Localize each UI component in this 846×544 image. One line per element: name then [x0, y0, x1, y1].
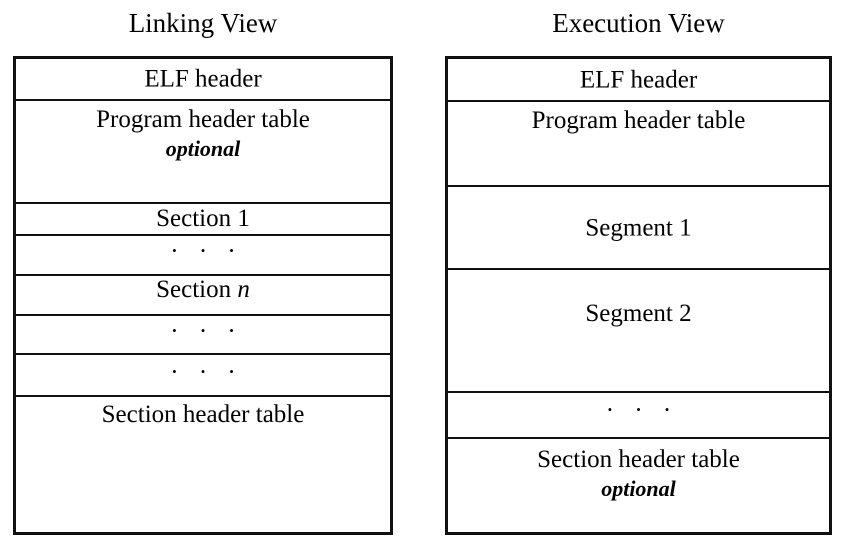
- linking-row-elf-header-label: ELF header: [144, 65, 262, 93]
- linking-view-table: ELF header Program header table optional…: [13, 56, 393, 535]
- linking-row-ellipsis-1-label: · · ·: [170, 238, 243, 265]
- linking-row-ellipsis-3-label: · · ·: [170, 359, 243, 386]
- execution-row-section-header-table-label: Section header table: [537, 446, 740, 473]
- execution-row-section-header-table-sublabel: optional: [601, 476, 676, 501]
- linking-row-program-header-table-label: Program header table: [96, 106, 310, 133]
- execution-row-segment-2-label: Segment 2: [585, 300, 692, 327]
- linking-row-ellipsis-2-label: · · ·: [170, 318, 243, 345]
- linking-row-section-n-label-index: n: [237, 276, 250, 303]
- execution-view-title: Execution View: [552, 8, 725, 38]
- execution-row-ellipsis-label: · · ·: [605, 397, 679, 424]
- execution-row-program-header-table-label: Program header table: [531, 107, 746, 134]
- linking-row-ellipsis-3: · · ·: [16, 355, 390, 397]
- linking-row-ellipsis-1: · · ·: [16, 236, 390, 276]
- linking-row-program-header-table-sublabel: optional: [165, 136, 241, 161]
- linking-row-section-header-table-label: Section header table: [101, 401, 305, 428]
- execution-row-segment-1-label: Segment 1: [585, 214, 692, 241]
- linking-row-section-1: Section 1: [16, 204, 390, 236]
- execution-view-table: ELF header Program header table Segment …: [445, 56, 832, 535]
- linking-row-section-n: Section n: [16, 276, 390, 316]
- linking-row-section-n-label-prefix: Section: [156, 276, 238, 303]
- linking-row-section-n-label: Section n: [16, 276, 390, 305]
- execution-row-ellipsis: · · ·: [448, 393, 829, 439]
- linking-row-elf-header: ELF header: [16, 59, 390, 101]
- execution-row-program-header-table: Program header table: [448, 102, 829, 187]
- execution-row-segment-1: Segment 1: [448, 187, 829, 270]
- linking-row-section-header-table: Section header table: [16, 397, 390, 532]
- linking-row-section-1-label: Section 1: [156, 205, 250, 232]
- execution-row-elf-header: ELF header: [448, 59, 829, 102]
- linking-view-title: Linking View: [128, 8, 278, 38]
- execution-row-elf-header-label: ELF header: [579, 66, 698, 93]
- linking-row-program-header-table: Program header table optional: [16, 101, 390, 204]
- execution-row-segment-2: Segment 2: [448, 270, 829, 393]
- execution-row-section-header-table: Section header table optional: [448, 439, 829, 532]
- linking-row-ellipsis-2: · · ·: [16, 316, 390, 355]
